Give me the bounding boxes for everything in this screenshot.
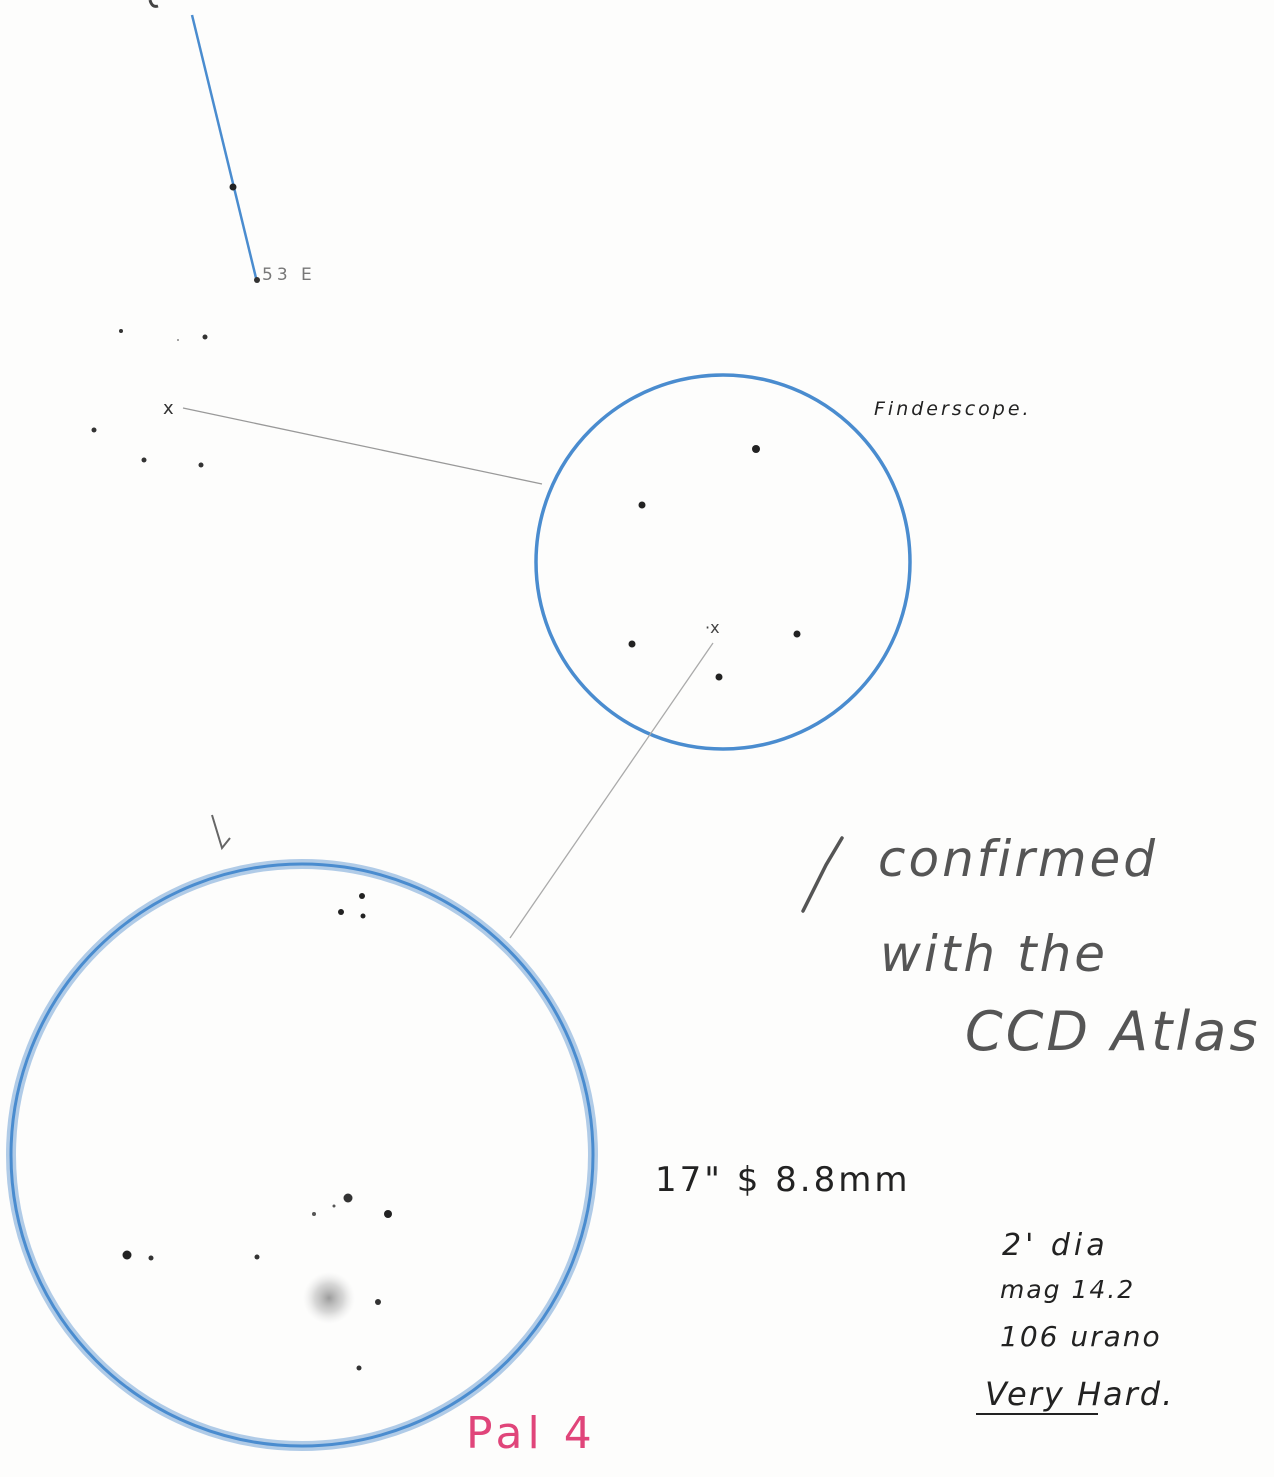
magnitude-note: mag 14.2: [1000, 1275, 1135, 1304]
target-x-marker: x: [163, 398, 174, 419]
finderscope-stars: [629, 445, 801, 681]
arrow-tick-icon: [212, 815, 230, 848]
star-53e-label: 53 E: [262, 265, 316, 285]
difficulty-note: Very Hard.: [985, 1375, 1174, 1413]
uranometria-note: 106 urano: [1000, 1320, 1162, 1353]
eyepiece-circle-halo: [11, 864, 593, 1446]
finderscope-label: Finderscope.: [874, 398, 1032, 420]
top-edge-mark: [150, 0, 158, 6]
scope-label: 17" $ 8.8mm: [655, 1160, 910, 1200]
diameter-note: 2' dia: [1002, 1228, 1109, 1263]
star: [230, 184, 237, 191]
finderscope-circle: [536, 375, 910, 749]
confirmed-note-line1: confirmed: [878, 830, 1158, 888]
pointer-line-to-eyepiece: [510, 643, 713, 938]
pointer-line-to-finder: [183, 408, 542, 484]
confirmed-note-line3: CCD Atlas: [965, 1000, 1261, 1063]
confirmed-note-line2: with the: [880, 925, 1108, 983]
finder-target-x: ·x: [705, 618, 720, 637]
starhop-line: [192, 15, 256, 278]
object-title: Pal 4: [466, 1408, 597, 1459]
star-53e: [254, 277, 260, 283]
star-field-upper: [92, 329, 208, 468]
check-mark-icon: [803, 838, 842, 911]
pal4-glow: [303, 1272, 355, 1324]
